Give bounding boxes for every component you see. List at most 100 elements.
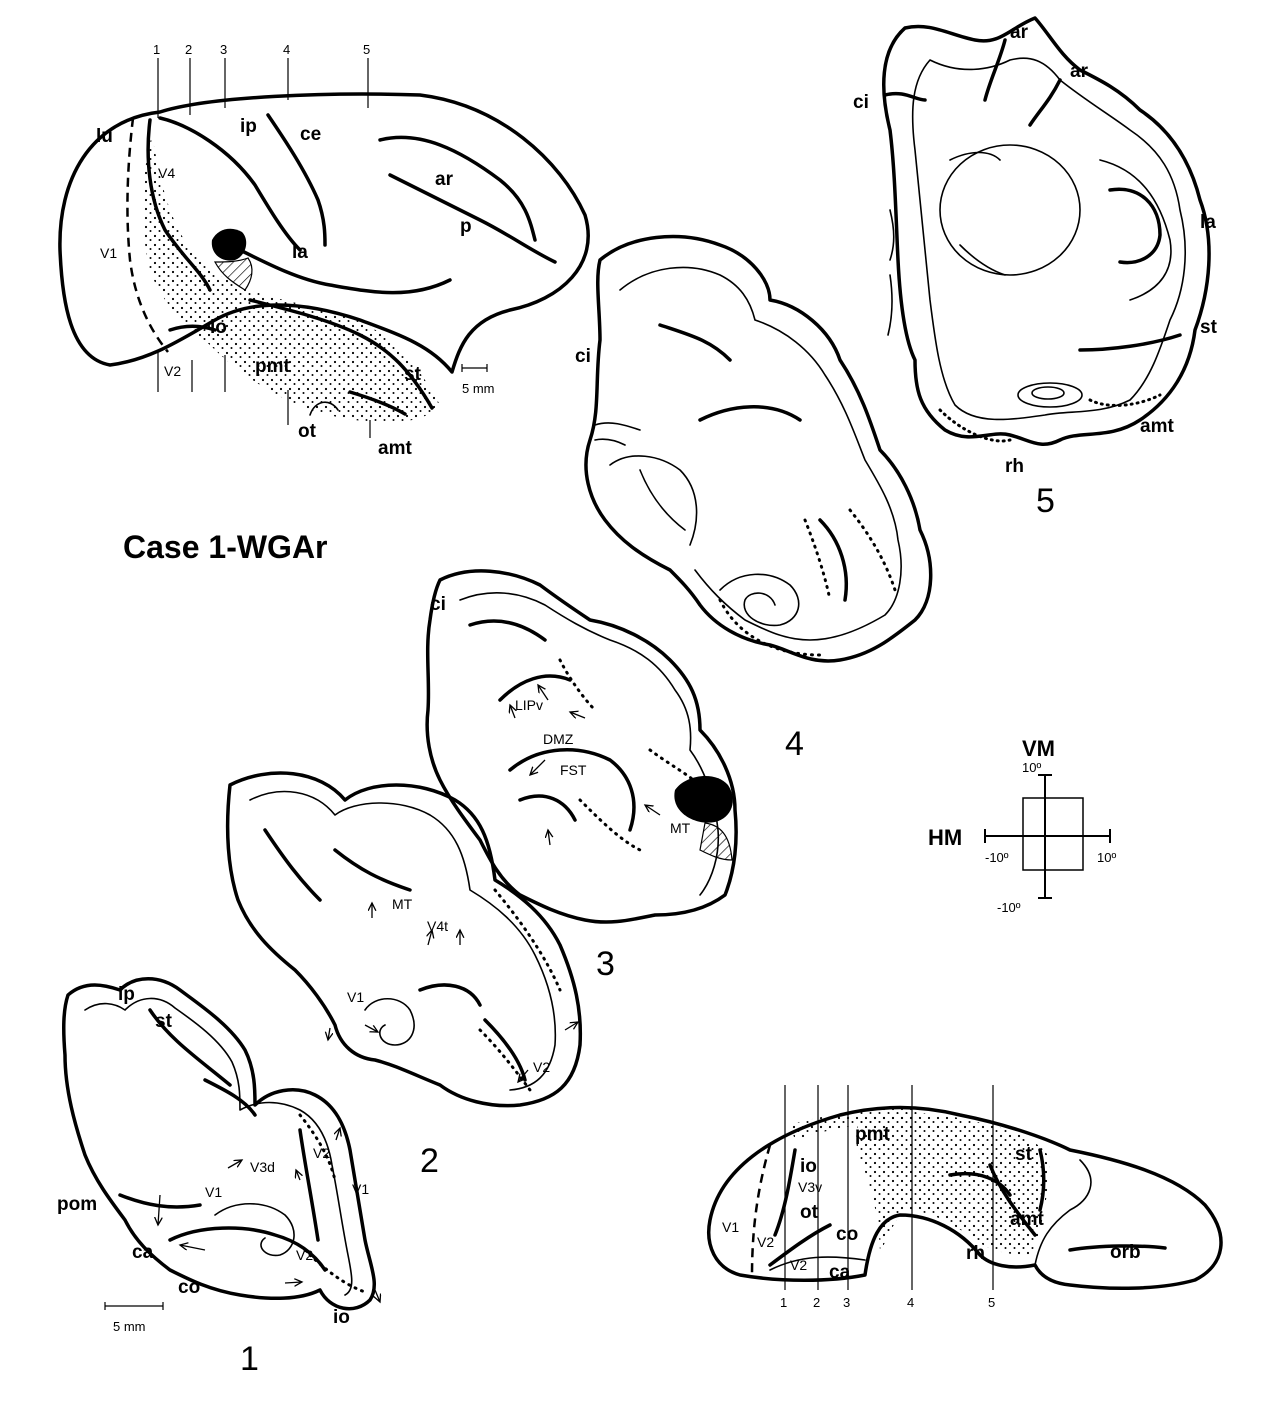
v-lbl-amt: amt — [1010, 1209, 1044, 1230]
s1-area-v2b: V2 — [296, 1247, 313, 1263]
s3-area-lipv: LIPv — [515, 697, 543, 713]
ventral-section-num-1: 1 — [780, 1295, 787, 1310]
s1-area-v3d: V3d — [250, 1159, 275, 1175]
central-sulcus — [266, 113, 327, 247]
injection-halo — [213, 257, 253, 291]
s1-occipital-sulcus — [298, 1128, 320, 1242]
ventral-amt-sulcus — [988, 1163, 1037, 1237]
s4-lbl-ci: ci — [575, 346, 591, 367]
vf-rf-box — [1022, 797, 1084, 871]
s4-sulcus-a — [698, 405, 802, 422]
lateral-section-num-5: 5 — [363, 42, 370, 57]
s2-sulcus-a — [263, 828, 322, 902]
lbl-ot: ot — [298, 421, 317, 442]
s5-lbl-ar-2: ar — [1070, 61, 1089, 82]
lbl-p: p — [460, 216, 472, 237]
ventral-brain-outline — [707, 1105, 1223, 1291]
s4-sulcus-b — [818, 518, 848, 602]
s3-area-mt: MT — [670, 820, 691, 836]
vf-bottom: -10º — [997, 900, 1021, 915]
s3-sulcus-inner — [518, 794, 577, 822]
ventral-v1-v2-border — [750, 1144, 772, 1276]
s2-calcarine — [418, 983, 482, 1007]
lbl-v2: V2 — [164, 363, 181, 379]
ventral-st-sulcus — [1038, 1148, 1046, 1212]
amt-sulcus — [348, 390, 407, 416]
section-2: MT V4t V1 V2 2 — [225, 771, 583, 1180]
s5-ci-sulcus — [883, 91, 927, 102]
ventral-labeled-region — [856, 1112, 1050, 1255]
s1-scale-label: 5 mm — [113, 1319, 146, 1334]
lbl-st: st — [404, 364, 422, 385]
s3-ip-sulcus — [498, 674, 572, 702]
lateral-sulcus — [238, 248, 452, 295]
s1-lbl-ip: ip — [118, 984, 135, 1005]
s3-injection-halo — [699, 822, 733, 861]
figure-title: Case 1-WGAr — [123, 529, 328, 565]
s5-hippocampus-inner — [1031, 386, 1065, 400]
vf-top: 10º — [1022, 760, 1041, 775]
lbl-v4: V4 — [158, 165, 175, 181]
section-4: ci 4 — [575, 234, 933, 763]
lbl-ce: ce — [300, 124, 321, 145]
section-2-outline — [225, 771, 583, 1108]
lateral-brain-outline — [58, 92, 590, 374]
s5-lbl-ar-1: ar — [1010, 22, 1029, 43]
v-lbl-v2a: V2 — [757, 1234, 774, 1250]
section-1-number: 1 — [240, 1340, 259, 1378]
v-lbl-v1: V1 — [722, 1219, 739, 1235]
s1-ip-sulcus — [148, 1008, 232, 1087]
ot-sulcus — [309, 401, 339, 416]
s1-inner-fold — [214, 1203, 295, 1257]
lunate-sulcus — [146, 118, 212, 292]
principal-sulcus — [388, 173, 557, 264]
s3-ci-sulcus — [468, 619, 547, 642]
s4-hippocampus — [719, 573, 800, 627]
s1-area-v1b: V1 — [352, 1181, 369, 1197]
ventral-internal-lines — [769, 1159, 1092, 1271]
s4-midline-structures — [594, 422, 641, 446]
s1-lbl-pom: pom — [57, 1194, 97, 1215]
ventral-brain-view: 1 2 3 4 5 V1 io V3v ot V2 co V2 ca pmt s… — [707, 1085, 1223, 1310]
s2-area-v1: V1 — [347, 989, 364, 1005]
vf-label-hm: HM — [928, 825, 962, 850]
v-lbl-pmt: pmt — [855, 1124, 891, 1145]
s1-area-v1a: V1 — [205, 1184, 222, 1200]
section-1-outline — [62, 977, 377, 1311]
section-3-outline — [425, 569, 738, 924]
lateral-scale-label: 5 mm — [462, 381, 495, 396]
ventral-section-num-4: 4 — [907, 1295, 914, 1310]
s3-area-dmz: DMZ — [543, 731, 574, 747]
s5-insula — [1099, 159, 1172, 301]
ventral-section-num-5: 5 — [988, 1295, 995, 1310]
section-2-number: 2 — [420, 1142, 439, 1180]
v-lbl-v2b: V2 — [790, 1257, 807, 1273]
s2-gray-white-border — [249, 790, 557, 1091]
s4-thalamic-nuclei — [609, 455, 698, 546]
ventral-orb-sulcus — [1068, 1244, 1167, 1252]
ventral-section-num-3: 3 — [843, 1295, 850, 1310]
lateral-labeled-region — [142, 135, 441, 423]
lateral-section-num-3: 3 — [220, 42, 227, 57]
s3-st-sulcus — [508, 748, 636, 832]
s1-gray-white-border — [84, 997, 353, 1296]
s4-gray-white-border — [619, 266, 902, 641]
inferior-occipital-sulcus — [168, 324, 217, 332]
s5-la-sulcus — [1108, 187, 1162, 265]
intraparietal-sulcus — [158, 116, 302, 252]
lateral-section-lines: 1 2 3 4 5 — [153, 42, 371, 438]
s5-internal-structure — [949, 151, 1006, 276]
section-3-number: 3 — [596, 945, 615, 983]
lateral-scale-bar — [461, 364, 488, 372]
visual-field-key: VM HM 10º -10º -10º 10º — [928, 736, 1116, 915]
v-lbl-io: io — [800, 1156, 817, 1177]
v-lbl-v3v: V3v — [798, 1179, 822, 1195]
s2-area-mt: MT — [392, 896, 413, 912]
s1-scale-bar — [104, 1302, 164, 1310]
v-lbl-rh: rh — [966, 1243, 985, 1264]
s3-lbl-ci: ci — [430, 594, 446, 615]
s1-st-sulcus — [203, 1078, 257, 1117]
ventral-io-sulcus — [773, 1148, 797, 1237]
s4-ci-sulcus — [658, 323, 732, 362]
s3-area-fst: FST — [560, 762, 587, 778]
